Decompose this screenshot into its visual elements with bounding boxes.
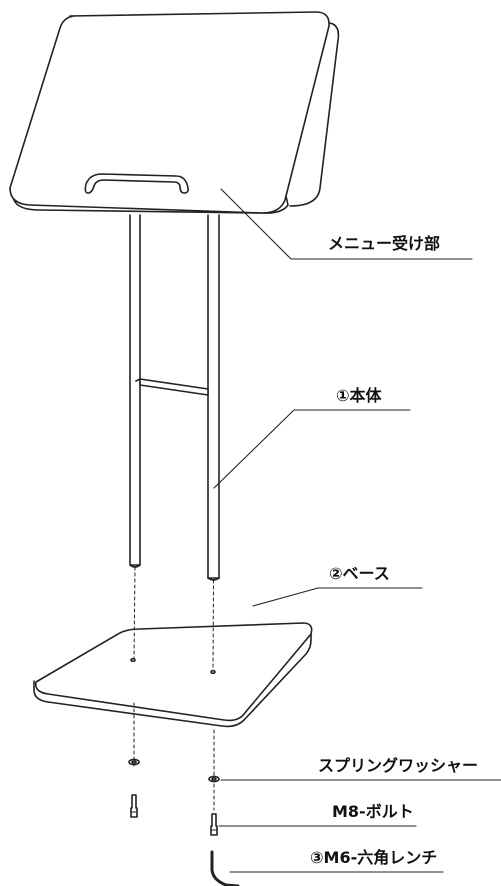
menu-board: [9, 11, 340, 214]
washer-left: [128, 758, 140, 766]
bolt-left: [130, 794, 138, 818]
leader-lines: [213, 188, 501, 873]
label-spring-washer: スプリングワッシャー: [318, 756, 479, 775]
washer-right: [208, 775, 220, 783]
label-bolt: M8-ボルト: [332, 802, 414, 821]
label-hex-wrench: ③M6-六角レンチ: [310, 848, 438, 867]
hex-wrench: [210, 850, 240, 886]
bolt-right: [210, 813, 218, 836]
label-base: ②ベース: [329, 564, 390, 583]
stand-poles: [129, 214, 220, 581]
label-body: ①本体: [336, 386, 382, 405]
base-plate: [33, 566, 313, 728]
hardware: [128, 702, 240, 886]
label-menu-holder: メニュー受け部: [328, 234, 441, 253]
